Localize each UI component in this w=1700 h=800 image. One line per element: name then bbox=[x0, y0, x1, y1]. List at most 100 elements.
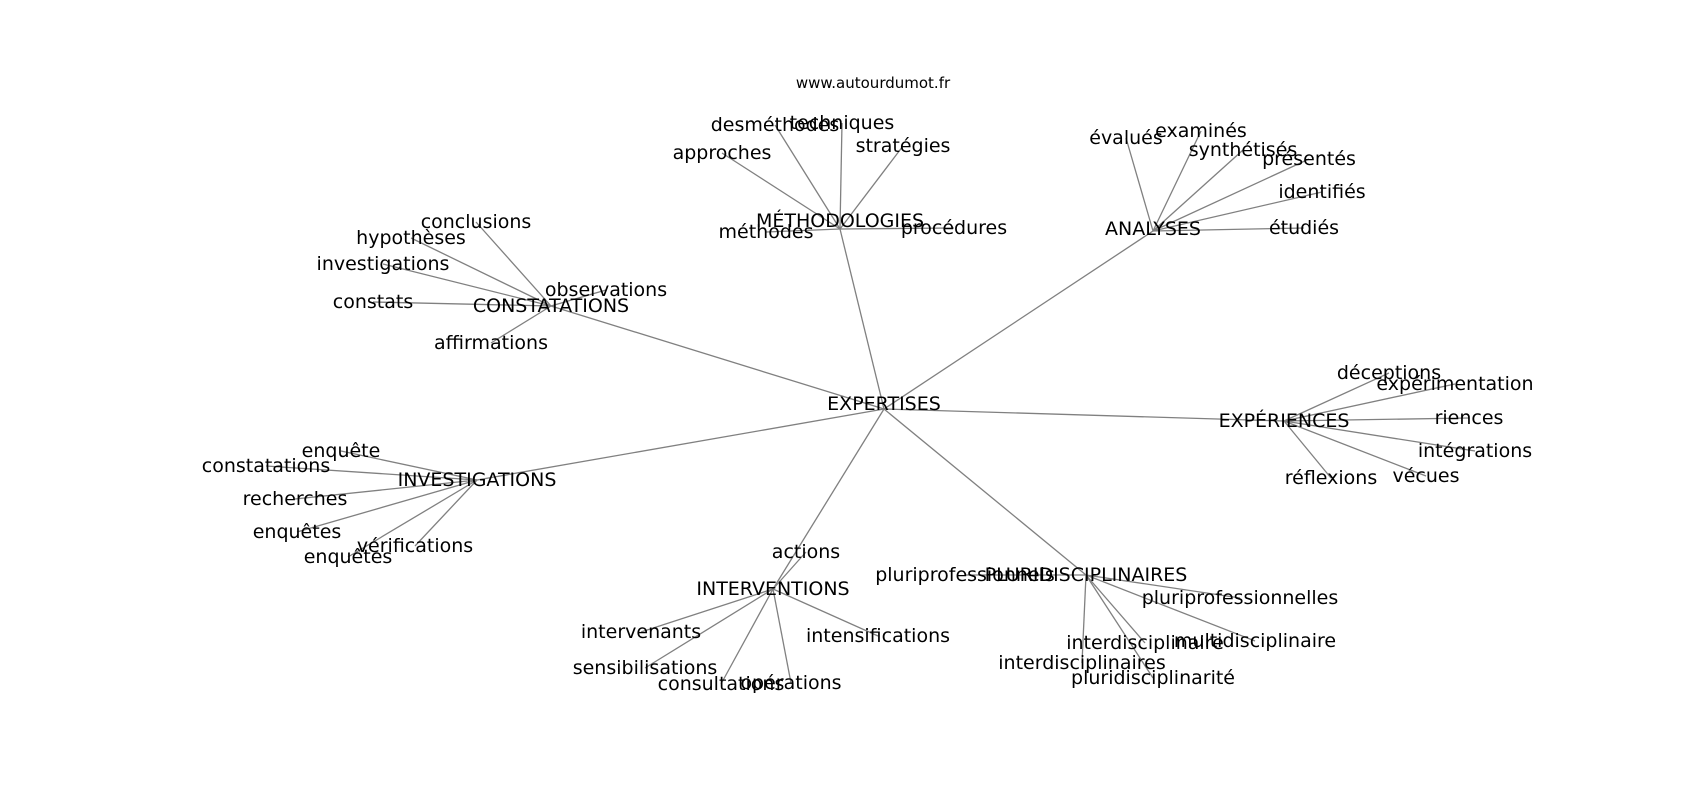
edge-methodologies-techniques bbox=[839, 122, 843, 230]
edge-experiences-reflexions bbox=[1283, 420, 1332, 479]
node-leaf-pluriprofessionnelles: pluriprofessionnelles bbox=[1142, 587, 1339, 609]
node-leaf-approches: approches bbox=[673, 142, 772, 164]
node-hub-interventions: INTERVENTIONS bbox=[696, 578, 849, 600]
node-leaf-conclusions: conclusions bbox=[421, 211, 532, 233]
edge-center-constatations bbox=[550, 305, 885, 410]
watermark: www.autourdumot.fr bbox=[796, 74, 951, 92]
edge-analyses-identifies bbox=[1152, 191, 1323, 232]
node-leaf-verifications: vérifications bbox=[357, 535, 473, 557]
node-leaf-integrations: intégrations bbox=[1418, 440, 1532, 462]
edge-center-pluridisciplinaires bbox=[883, 408, 1087, 576]
edge-analyses-evalues bbox=[1125, 137, 1154, 232]
edge-methodologies-strategies bbox=[839, 145, 904, 230]
edge-pluridisciplinaires-pluriprofessionnelles bbox=[1085, 574, 1241, 599]
edge-interventions-intervenants bbox=[640, 588, 774, 633]
node-leaf-pluriprofessionnels: pluriprofessionnels bbox=[875, 564, 1055, 586]
node-leaf-consultations: consultations bbox=[658, 673, 785, 695]
edge-interventions-intensifications bbox=[772, 588, 879, 637]
node-leaf-examines: examinés bbox=[1155, 120, 1247, 142]
node-leaf-operations: opérations bbox=[740, 672, 841, 694]
node-leaf-affirmations: affirmations bbox=[434, 332, 548, 354]
node-leaf-techniques: techniques bbox=[790, 112, 895, 134]
node-leaf-interdisciplinaire: interdisciplinaire bbox=[1066, 632, 1224, 654]
node-leaf-intensifications: intensifications bbox=[806, 625, 950, 647]
node-leaf-vecues: vécues bbox=[1392, 465, 1459, 487]
node-leaf-experimentation: expérimentation bbox=[1376, 373, 1533, 395]
edge-pluridisciplinaires-pluridisciplinarite bbox=[1085, 574, 1154, 679]
edge-constatations-investigations bbox=[382, 263, 552, 307]
node-leaf-synthetises: synthétisés bbox=[1189, 139, 1298, 161]
node-leaf-procedures: procédures bbox=[901, 217, 1007, 239]
edge-center-investigations bbox=[476, 408, 885, 481]
edge-experiences-experimentation bbox=[1283, 383, 1456, 422]
node-leaf-deceptions: déceptions bbox=[1337, 362, 1441, 384]
edge-center-analyses bbox=[883, 230, 1154, 410]
node-leaf-evalues: évalués bbox=[1089, 127, 1163, 149]
node-leaf-identifies: identifiés bbox=[1278, 181, 1365, 203]
node-leaf-observations: observations bbox=[545, 279, 667, 301]
node-leaf-recherches: recherches bbox=[243, 488, 348, 510]
edge-methodologies-methodes bbox=[765, 228, 841, 233]
edge-methodologies-approches bbox=[721, 152, 841, 230]
edge-constatations-constats bbox=[372, 301, 552, 307]
node-leaf-pluridisciplinarite: pluridisciplinarité bbox=[1071, 667, 1235, 689]
edge-pluridisciplinaires-multidisciplinaire bbox=[1085, 574, 1256, 642]
edge-investigations-enquete bbox=[340, 450, 478, 481]
edge-pluridisciplinaires-interdisciplinaires bbox=[1081, 574, 1087, 664]
edge-experiences-integrations bbox=[1283, 420, 1476, 452]
graph-labels: EXPERTISES MÉTHODOLOGIES desméthodestechni… bbox=[202, 112, 1534, 695]
edge-investigations-enquetes bbox=[347, 479, 478, 558]
edge-constatations-observations bbox=[550, 289, 607, 307]
node-leaf-methodes: méthodes bbox=[719, 221, 814, 243]
edge-experiences-deceptions bbox=[1283, 372, 1390, 422]
node-leaf-strategies: stratégies bbox=[856, 135, 951, 157]
edge-methodologies-desmethodes bbox=[774, 124, 841, 230]
node-leaf-enquetes: enquêtes bbox=[253, 521, 342, 543]
edge-center-interventions bbox=[772, 408, 885, 590]
node-leaf-constatations: constatations bbox=[202, 455, 331, 477]
edge-investigations-recherches bbox=[294, 479, 478, 500]
edge-experiences-riences bbox=[1283, 417, 1470, 422]
node-leaf-sensibilisations: sensibilisations bbox=[573, 657, 718, 679]
node-leaf-presentes: présentés bbox=[1262, 148, 1356, 170]
edge-investigations-constatations bbox=[265, 465, 478, 481]
edge-analyses-presentes bbox=[1152, 158, 1310, 232]
edge-analyses-synthetises bbox=[1152, 149, 1244, 232]
node-hub-pluridisciplinaires: PLURIDISCIPLINAIRES bbox=[985, 564, 1188, 586]
node-hub-experiences: EXPÉRIENCES bbox=[1219, 409, 1350, 432]
edge-analyses-etudies bbox=[1152, 227, 1305, 232]
node-leaf-constats: constats bbox=[333, 291, 413, 313]
node-leaf-multidisciplinaire: multidisciplinaire bbox=[1174, 630, 1336, 652]
node-center-expertises: EXPERTISES bbox=[827, 393, 941, 415]
edge-center-experiences bbox=[883, 408, 1285, 422]
edge-constatations-hypotheses bbox=[410, 237, 552, 307]
node-leaf-riences: riences bbox=[1435, 407, 1504, 429]
node-leaf-intervenants: intervenants bbox=[581, 621, 701, 643]
node-leaf-reflexions: réflexions bbox=[1285, 467, 1378, 489]
edge-analyses-examines bbox=[1152, 130, 1202, 232]
edge-interventions-sensibilisations bbox=[644, 588, 774, 669]
edge-pluridisciplinaires-interdisciplinaire bbox=[1085, 574, 1146, 644]
node-leaf-actions: actions bbox=[772, 541, 840, 563]
node-leaf-etudies: étudiés bbox=[1269, 217, 1339, 239]
edge-investigations-enquetes bbox=[296, 479, 478, 533]
edge-interventions-actions bbox=[772, 551, 807, 590]
edge-center-methodologies bbox=[839, 228, 885, 410]
edge-interventions-consultations bbox=[720, 588, 774, 685]
edge-methodologies-procedures bbox=[839, 227, 955, 230]
node-hub-constatations: CONSTATATIONS bbox=[473, 295, 629, 317]
edge-investigations-verifications bbox=[414, 479, 478, 547]
node-leaf-hypotheses: hypothèses bbox=[356, 227, 466, 249]
edge-experiences-vecues bbox=[1283, 420, 1427, 477]
edge-constatations-affirmations bbox=[490, 305, 552, 344]
node-leaf-enquete: enquête bbox=[302, 440, 381, 462]
node-leaf-investigations: investigations bbox=[317, 253, 450, 275]
node-hub-investigations: INVESTIGATIONS bbox=[398, 469, 557, 491]
node-leaf-enquetes: enquêtes bbox=[304, 546, 393, 568]
edge-constatations-conclusions bbox=[475, 221, 552, 307]
edge-interventions-operations bbox=[772, 588, 792, 684]
node-leaf-desmethodes: desméthodes bbox=[711, 114, 840, 136]
node-hub-methodologies: MÉTHODOLOGIES bbox=[756, 209, 924, 232]
node-leaf-interdisciplinaires: interdisciplinaires bbox=[998, 652, 1165, 674]
